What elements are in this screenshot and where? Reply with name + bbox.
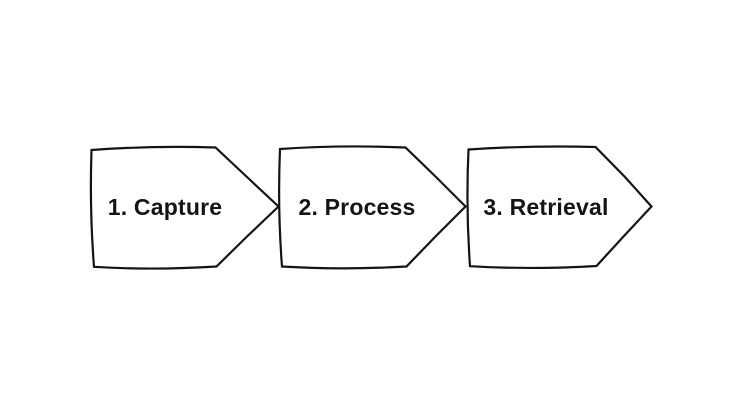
step-arrow-capture bbox=[89, 145, 281, 270]
step-arrow-retrieval bbox=[466, 145, 653, 270]
step-arrow-process bbox=[278, 145, 468, 270]
